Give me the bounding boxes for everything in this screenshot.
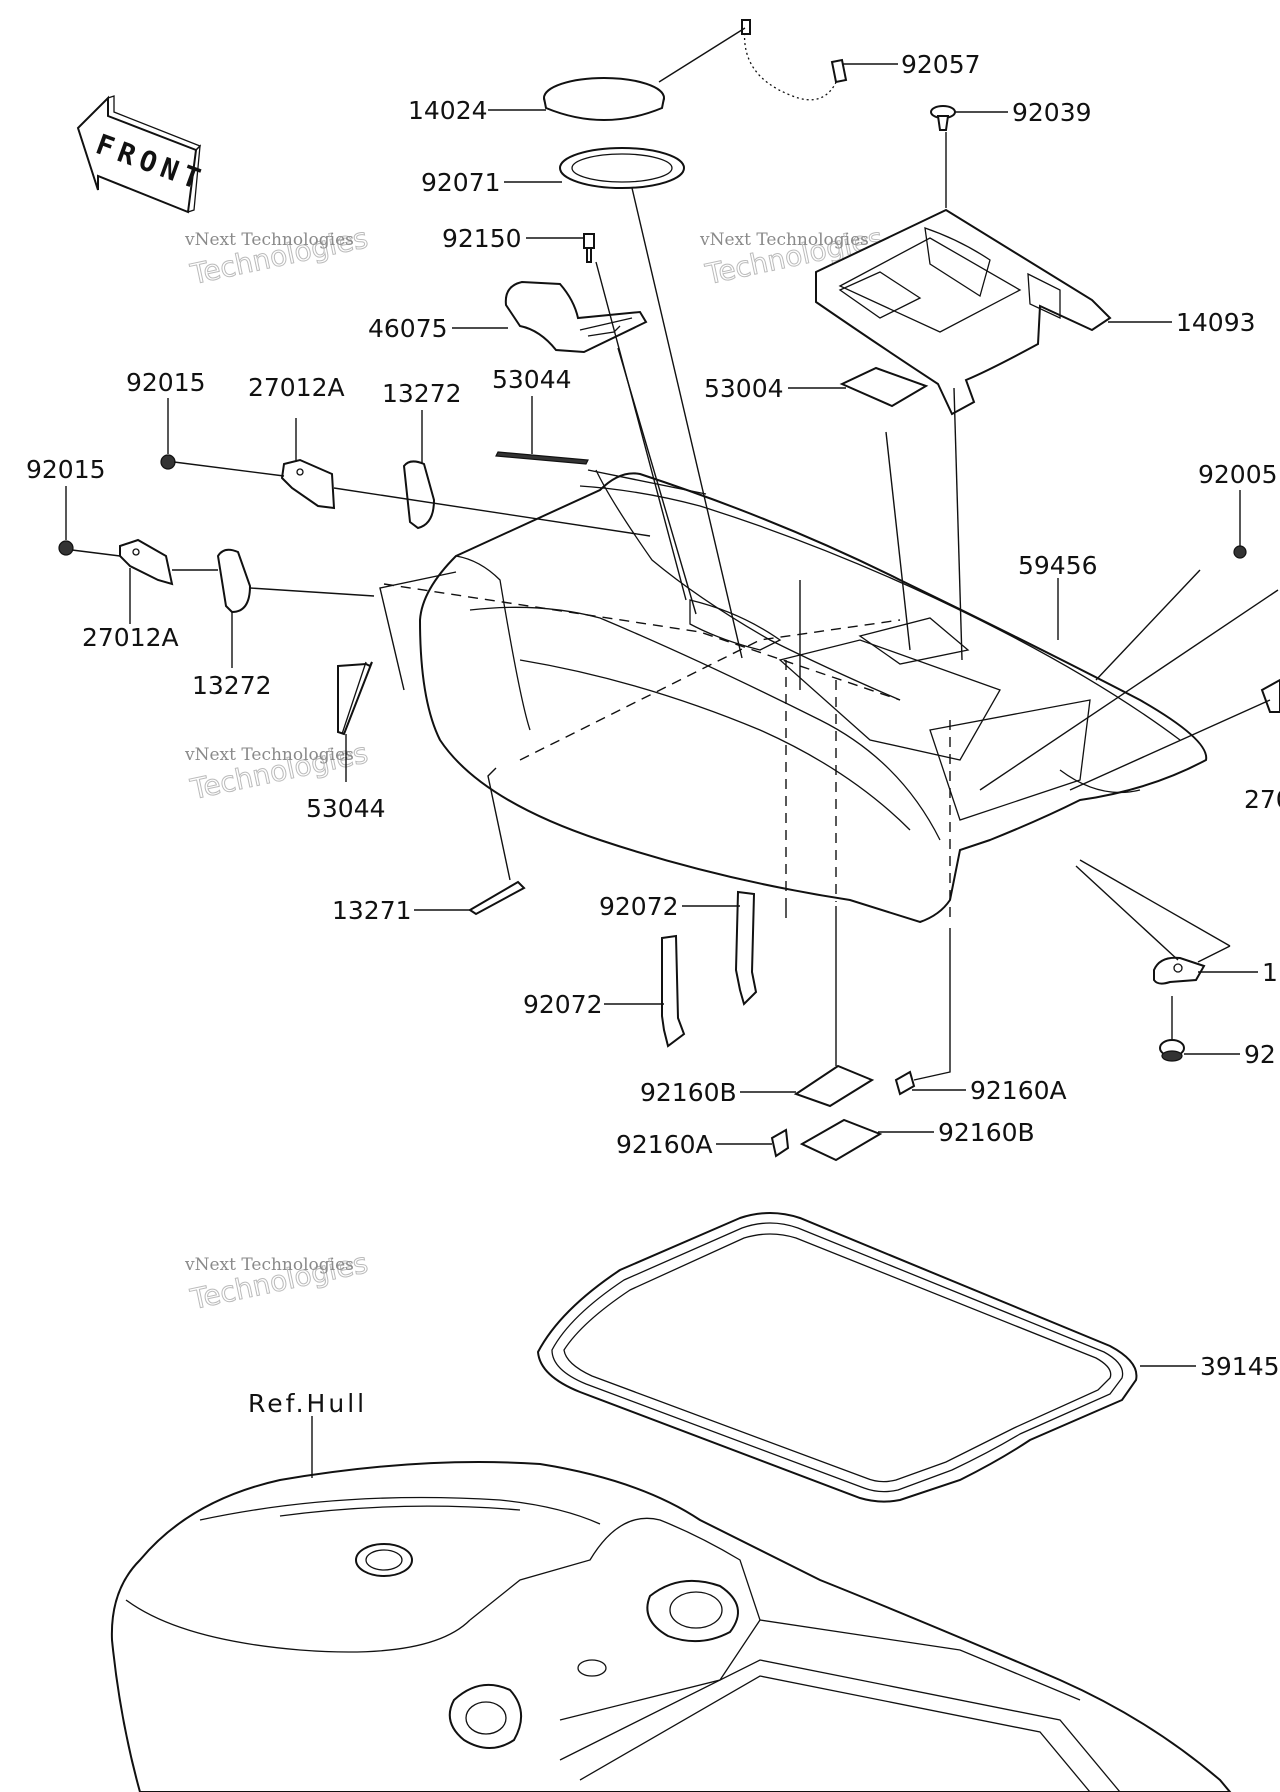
svg-text:vNext Technologies: vNext Technologies [184, 745, 354, 765]
callout-label: 92072 [523, 990, 603, 1019]
seat-cover-assembly-part [418, 469, 1208, 924]
nut-part [160, 454, 176, 470]
callout-label: 53044 [492, 365, 572, 394]
front-arrow-icon: FRONT [76, 95, 210, 214]
bracket-part [119, 538, 174, 586]
callout-label: 53004 [704, 374, 784, 403]
handle-bracket-part [504, 280, 648, 354]
callout-label: 14093 [1176, 308, 1256, 337]
callout-label: 13271 [332, 896, 412, 925]
hull-reference-part [110, 1461, 1232, 1792]
callout-label: 59456 [1018, 551, 1098, 580]
chain-part [741, 19, 848, 101]
leader-lines [71, 27, 1279, 1040]
seal-sheet-part [894, 1070, 916, 1096]
pad-part [839, 366, 929, 408]
callout-label: 92160A [616, 1130, 713, 1159]
svg-text:vNext Technologies: vNext Technologies [184, 230, 354, 250]
callout-labels: 92057 14024 92039 92071 92150 46075 1409… [26, 50, 1280, 1478]
seal-gasket-part [536, 1212, 1138, 1503]
callout-label: 92150 [442, 224, 522, 253]
callout-label: 92160B [640, 1078, 737, 1107]
grommet-part [1159, 1039, 1185, 1062]
callout-label: 53044 [306, 794, 386, 823]
callout-label: 46075 [368, 314, 448, 343]
callout-label: 27012A [248, 373, 345, 402]
callout-label: 92015 [26, 455, 106, 484]
pad-plate-part [216, 548, 252, 614]
strap-part [661, 934, 686, 1048]
callout-label: 14024 [408, 96, 488, 125]
bolt-part [583, 233, 595, 263]
rubber-strip-part [495, 451, 589, 465]
callout-label: 39145 [1200, 1352, 1280, 1381]
assembly-lines [383, 580, 951, 1081]
pad-plate-part [402, 460, 436, 530]
callout-label: 13272 [192, 671, 272, 700]
callout-label: 27012A [82, 623, 179, 652]
strap-part [468, 880, 526, 916]
callout-label: 13272 [382, 379, 462, 408]
svg-text:vNext Technologies: vNext Technologies [184, 1255, 354, 1275]
callout-label: 92039 [1012, 98, 1092, 127]
cap-part [543, 77, 665, 121]
bracket-part [280, 458, 336, 510]
plate-part [1260, 678, 1280, 713]
screw-part [1233, 545, 1247, 559]
callout-label: 270 [1244, 785, 1280, 814]
seal-sheet-part [770, 1128, 790, 1158]
nut-part [58, 540, 74, 556]
callout-label: 92005 [1198, 460, 1278, 489]
callout-label: 92071 [421, 168, 501, 197]
clip-part [1153, 956, 1206, 985]
callout-label: 1 [1262, 958, 1278, 987]
callout-label: 92057 [901, 50, 981, 79]
strap-part [734, 890, 758, 1006]
watermark: Technologies vNext Technologies [184, 221, 371, 292]
svg-text:vNext Technologies: vNext Technologies [699, 230, 869, 250]
callout-label: 92015 [126, 368, 206, 397]
rear-grab-rack-part [815, 208, 1112, 416]
seal-sheet-part [793, 1064, 875, 1108]
rod-part [337, 661, 373, 736]
ref-hull-label: Ref.Hull [248, 1389, 367, 1418]
screw-part [930, 105, 956, 131]
watermark: Technologies vNext Technologies [184, 1246, 371, 1317]
seal-sheet-part [799, 1118, 883, 1162]
callout-label: 92160B [938, 1118, 1035, 1147]
gasket-ring-part [559, 147, 685, 189]
callout-label: 92072 [599, 892, 679, 921]
callout-label: 92 [1244, 1040, 1276, 1069]
callout-label: 92160A [970, 1076, 1067, 1105]
